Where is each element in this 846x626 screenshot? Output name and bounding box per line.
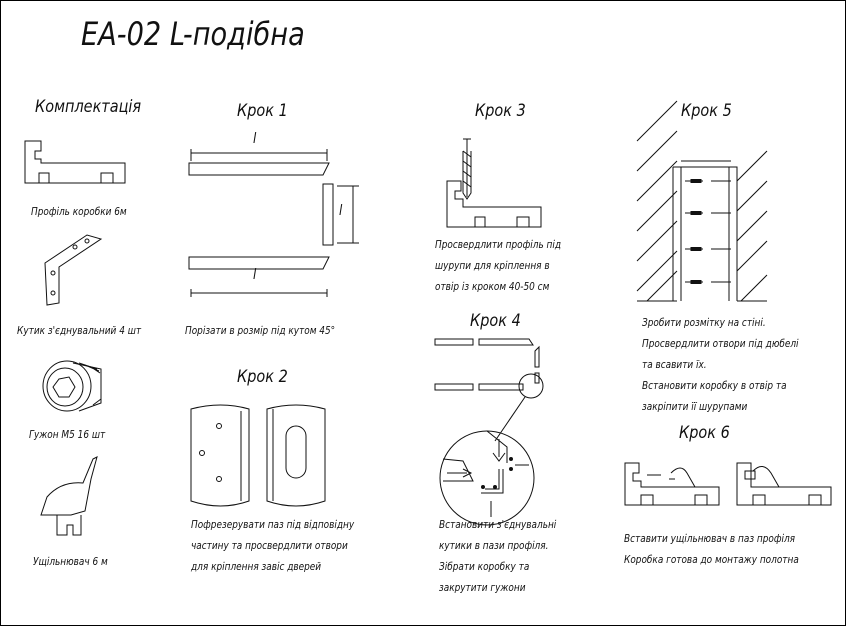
- step6-text: Вставити ущільнювач в паз профіля Коробк…: [624, 529, 830, 571]
- step5-heading: Крок 5: [681, 101, 732, 121]
- kit-item-screw: Гужон М5 16 шт: [29, 429, 106, 441]
- step2-text: Пофрезерувати паз під відповідну частину…: [191, 515, 383, 578]
- step1-drawing: [188, 149, 359, 297]
- dowel-arrows: [685, 179, 731, 284]
- text-line: Просвердлити отвори під дюбелі: [642, 338, 799, 350]
- text-line: закріпити її шурупами: [642, 401, 748, 413]
- text-line: частину та просвердлити отвори: [191, 540, 348, 552]
- dimension-label: l: [253, 131, 257, 147]
- text-line: Вставити ущільнювач в паз профіля: [624, 533, 796, 545]
- step4-drawing: [434, 338, 544, 526]
- profile-drawing: [24, 140, 126, 184]
- grub-screw-drawing: [42, 360, 102, 412]
- step1-text: Порізати в розмір під кутом 45°: [185, 325, 336, 337]
- text-line: закрутити гужони: [439, 582, 526, 594]
- text-line: отвір із кроком 40-50 см: [435, 281, 550, 293]
- step4-heading: Крок 4: [470, 311, 521, 331]
- text-line: шурупи для кріплення в: [435, 260, 550, 272]
- page-title: EA-02 L-подібна: [81, 15, 305, 53]
- step6-heading: Крок 6: [679, 423, 730, 443]
- text-line: Пофрезерувати паз під відповідну: [191, 519, 355, 531]
- text-line: Встановити коробку в отвір та: [642, 380, 787, 392]
- step3-text: Просвердлити профіль під шурупи для кріп…: [435, 235, 583, 298]
- kit-item-seal: Ущільнювач 6 м: [33, 556, 108, 568]
- step3-drawing: [446, 138, 542, 228]
- dimension-label: l: [253, 267, 257, 283]
- text-line: для кріплення завіс дверей: [191, 561, 322, 573]
- step1-heading: Крок 1: [237, 101, 288, 121]
- step3-heading: Крок 3: [475, 101, 526, 121]
- step5-drawing: [636, 100, 768, 302]
- seal-drawing: [40, 456, 98, 536]
- step6-drawing: [624, 462, 832, 506]
- kit-item-bracket: Кутик з'єднувальний 4 шт: [17, 325, 142, 337]
- text-line: Коробка готова до монтажу полотна: [624, 554, 799, 566]
- text-line: та всавити їх.: [642, 359, 707, 371]
- corner-bracket-drawing: [44, 234, 103, 306]
- text-line: Просвердлити профіль під: [435, 239, 562, 251]
- step2-drawing: [190, 404, 326, 507]
- text-line: Зробити розмітку на стіні.: [642, 317, 766, 329]
- text-line: кутики в пази профіля.: [439, 540, 549, 552]
- step5-text: Зробити розмітку на стіні. Просвердлити …: [642, 313, 826, 418]
- step2-heading: Крок 2: [237, 367, 288, 387]
- text-line: Встановити з'єднувальні: [439, 519, 557, 531]
- step4-text: Встановити з'єднувальні кутики в пази пр…: [439, 515, 577, 599]
- dimension-label: l: [339, 203, 343, 219]
- kit-heading: Комплектація: [35, 97, 142, 117]
- kit-item-profile: Профіль коробки 6м: [31, 206, 127, 218]
- text-line: Зібрати коробку та: [439, 561, 530, 573]
